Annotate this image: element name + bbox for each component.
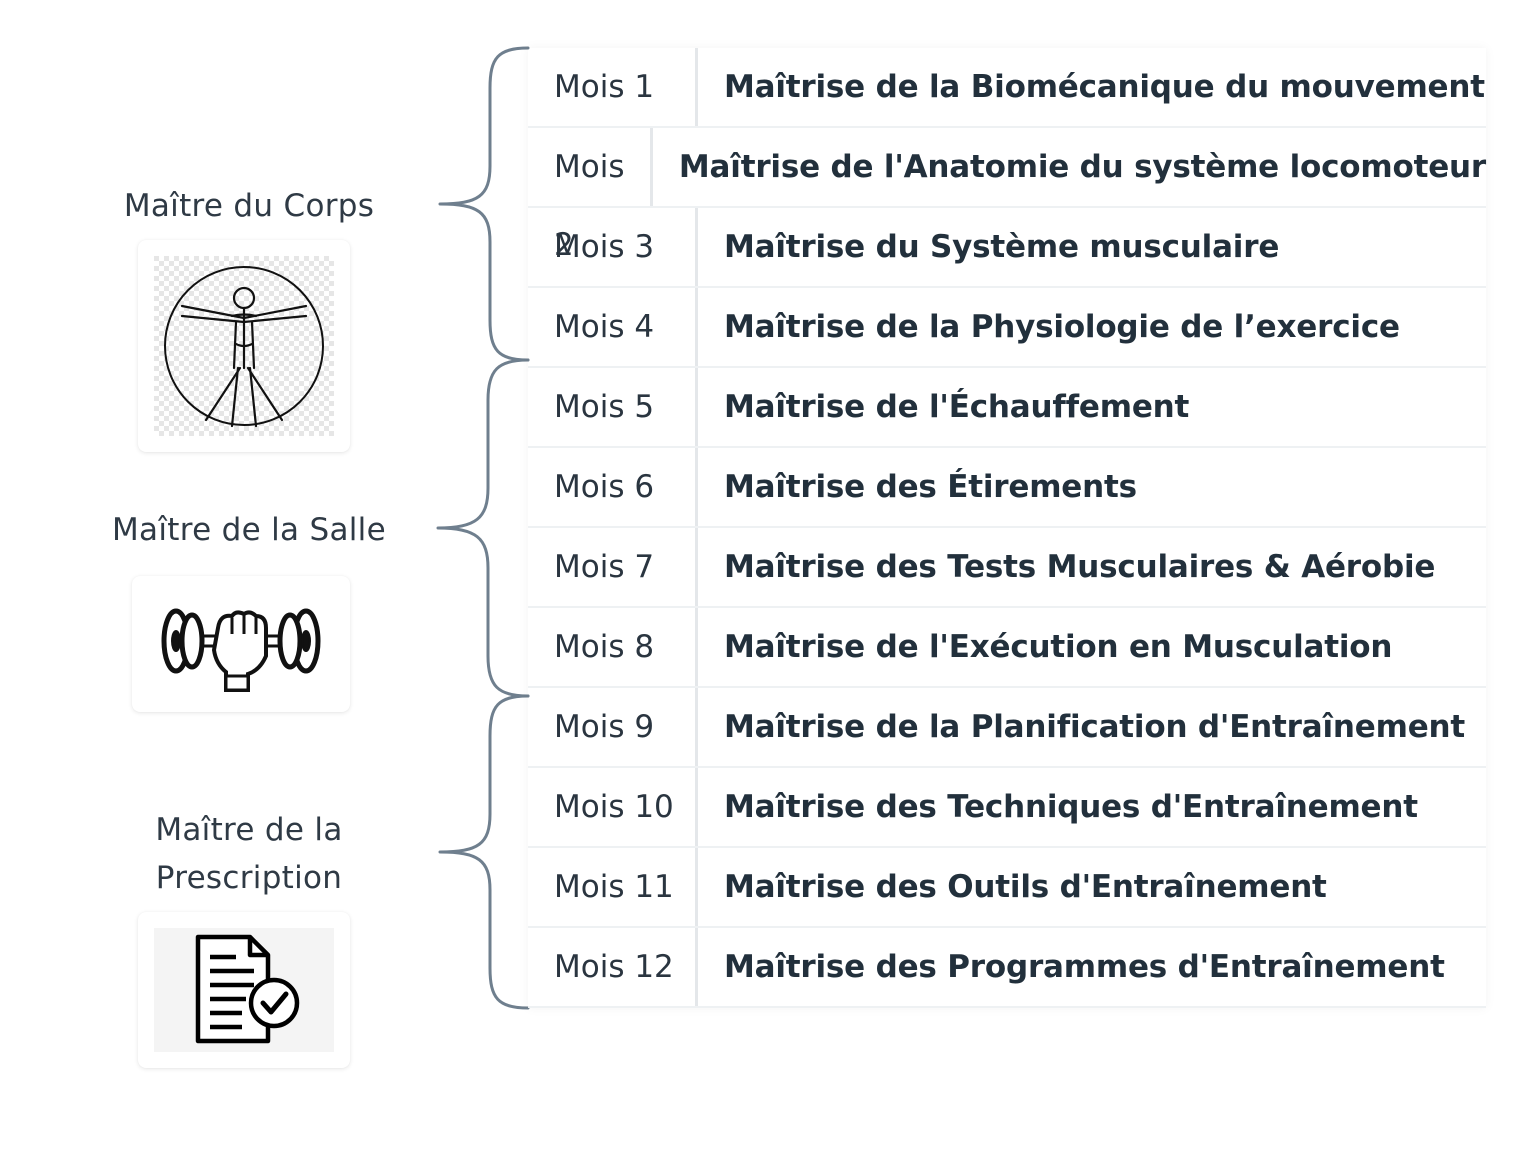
brace-corps (438, 46, 530, 362)
group-label-prescription: Maître de la Prescription (108, 806, 390, 902)
month-label: Mois 11 (528, 848, 698, 926)
group-label-corps: Maître du Corps (123, 188, 375, 224)
table-row: Mois 11 Maîtrise des Outils d'Entraîneme… (528, 848, 1486, 928)
month-title: Maîtrise des Techniques d'Entraînement (724, 789, 1418, 825)
month-label: Mois 12 (528, 928, 698, 1006)
table-row: Mois 10 Maîtrise des Techniques d'Entraî… (528, 768, 1486, 848)
month-label: Mois 6 (528, 448, 698, 526)
vitruvian-man-icon (154, 256, 334, 436)
month-title: Maîtrise du Système musculaire (724, 229, 1280, 265)
dumbbell-fist-icon (161, 608, 321, 692)
brace-prescription (438, 694, 530, 1010)
month-title: Maîtrise des Tests Musculaires & Aérobie (724, 549, 1436, 585)
group-card-corps (138, 240, 350, 452)
month-title: Maîtrise de la Planification d'Entraînem… (724, 709, 1466, 745)
table-row: Mois 5 Maîtrise de l'Échauffement (528, 368, 1486, 448)
month-table: Mois 1 Maîtrise de la Biomécanique du mo… (528, 48, 1486, 1008)
table-row: Mois 2 Maîtrise de l'Anatomie du système… (528, 128, 1486, 263)
group-label-line-1: Maître de la (155, 812, 343, 848)
month-label: Mois 10 (528, 768, 698, 846)
month-title: Maîtrise de la Physiologie de l’exercice (724, 309, 1400, 345)
table-row: Mois 7 Maîtrise des Tests Musculaires & … (528, 528, 1486, 608)
month-label: Mois 2 (528, 128, 653, 263)
month-title: Maîtrise de la Biomécanique du mouvement (724, 69, 1485, 105)
month-title: Maîtrise des Étirements (724, 469, 1137, 505)
month-label: Mois 1 (528, 48, 698, 126)
table-row: Mois 12 Maîtrise des Programmes d'Entraî… (528, 928, 1486, 1008)
group-label-salle: Maître de la Salle (112, 512, 386, 548)
table-row: Mois 3 Maîtrise du Système musculaire (528, 208, 1486, 288)
group-card-salle (132, 576, 350, 712)
month-label: Mois 8 (528, 608, 698, 686)
month-label: Mois 5 (528, 368, 698, 446)
month-label: Mois 4 (528, 288, 698, 366)
table-row: Mois 9 Maîtrise de la Planification d'En… (528, 688, 1486, 768)
checked-document-icon (195, 934, 300, 1044)
month-title: Maîtrise de l'Exécution en Musculation (724, 629, 1393, 665)
month-title: Maîtrise des Programmes d'Entraînement (724, 949, 1445, 985)
month-title: Maîtrise des Outils d'Entraînement (724, 869, 1327, 905)
table-row: Mois 6 Maîtrise des Étirements (528, 448, 1486, 528)
table-row: Mois 1 Maîtrise de la Biomécanique du mo… (528, 48, 1486, 128)
month-label: Mois 7 (528, 528, 698, 606)
month-label: Mois 3 (528, 208, 698, 286)
brace-salle (436, 358, 530, 698)
group-card-prescription (138, 912, 350, 1068)
month-title: Maîtrise de l'Échauffement (724, 389, 1190, 425)
table-row: Mois 8 Maîtrise de l'Exécution en Muscul… (528, 608, 1486, 688)
month-label: Mois 9 (528, 688, 698, 766)
table-row: Mois 4 Maîtrise de la Physiologie de l’e… (528, 288, 1486, 368)
group-label-line-2: Prescription (155, 860, 343, 896)
month-title: Maîtrise de l'Anatomie du système locomo… (678, 149, 1486, 185)
